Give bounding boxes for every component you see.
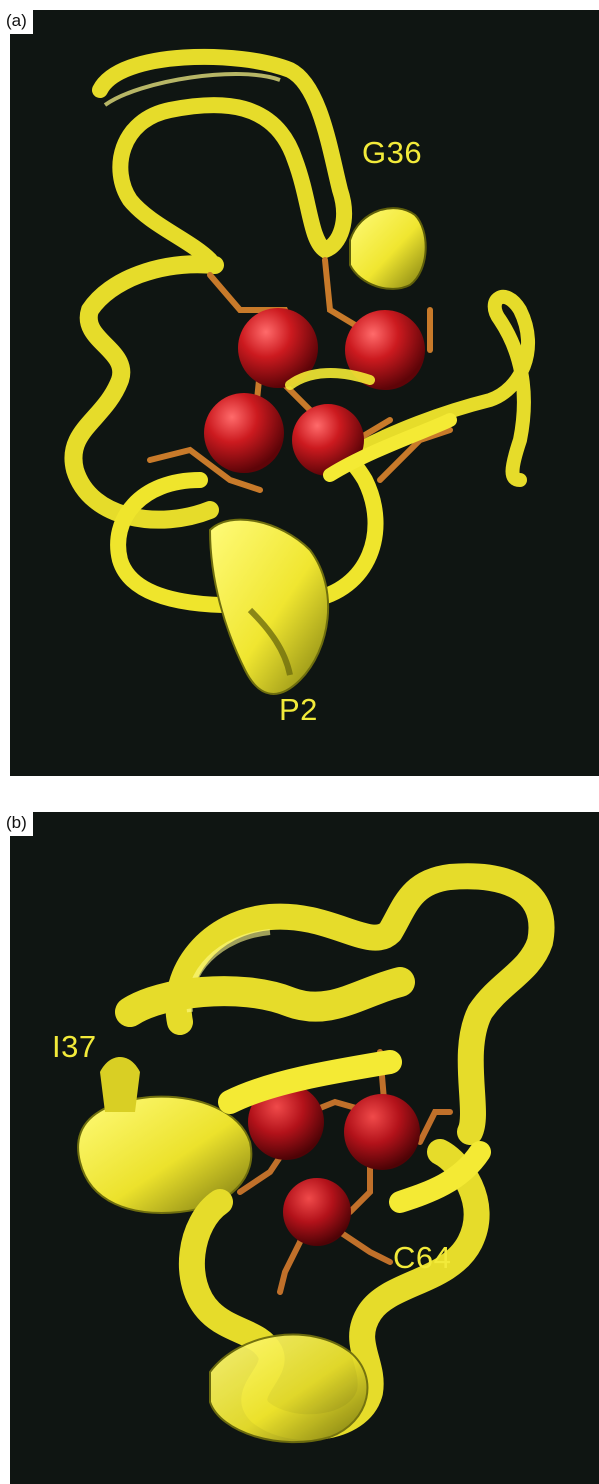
cluster-sphere <box>204 393 284 473</box>
residue-label-g36: G36 <box>362 137 422 168</box>
ribbon-tube-middle-b <box>130 982 400 1012</box>
ribbon-sheet-bottom <box>210 520 328 694</box>
protein-structure-a <box>10 10 599 776</box>
panel-a-tag: (a) <box>0 10 33 34</box>
cluster-sphere <box>344 1094 420 1170</box>
panel-b-image <box>10 812 599 1484</box>
ribbon-sheet-bottom-b <box>210 1335 367 1443</box>
panel-a-image <box>10 10 599 776</box>
cluster-sphere <box>283 1178 351 1246</box>
protein-structure-b <box>10 812 599 1484</box>
residue-label-p2: P2 <box>279 694 318 725</box>
ribbon-loop-top <box>100 57 344 260</box>
residue-label-i37: I37 <box>52 1031 97 1062</box>
panel-b-tag: (b) <box>0 812 33 836</box>
residue-label-c64: C64 <box>393 1242 451 1273</box>
ribbon-helix-g36 <box>350 208 426 289</box>
